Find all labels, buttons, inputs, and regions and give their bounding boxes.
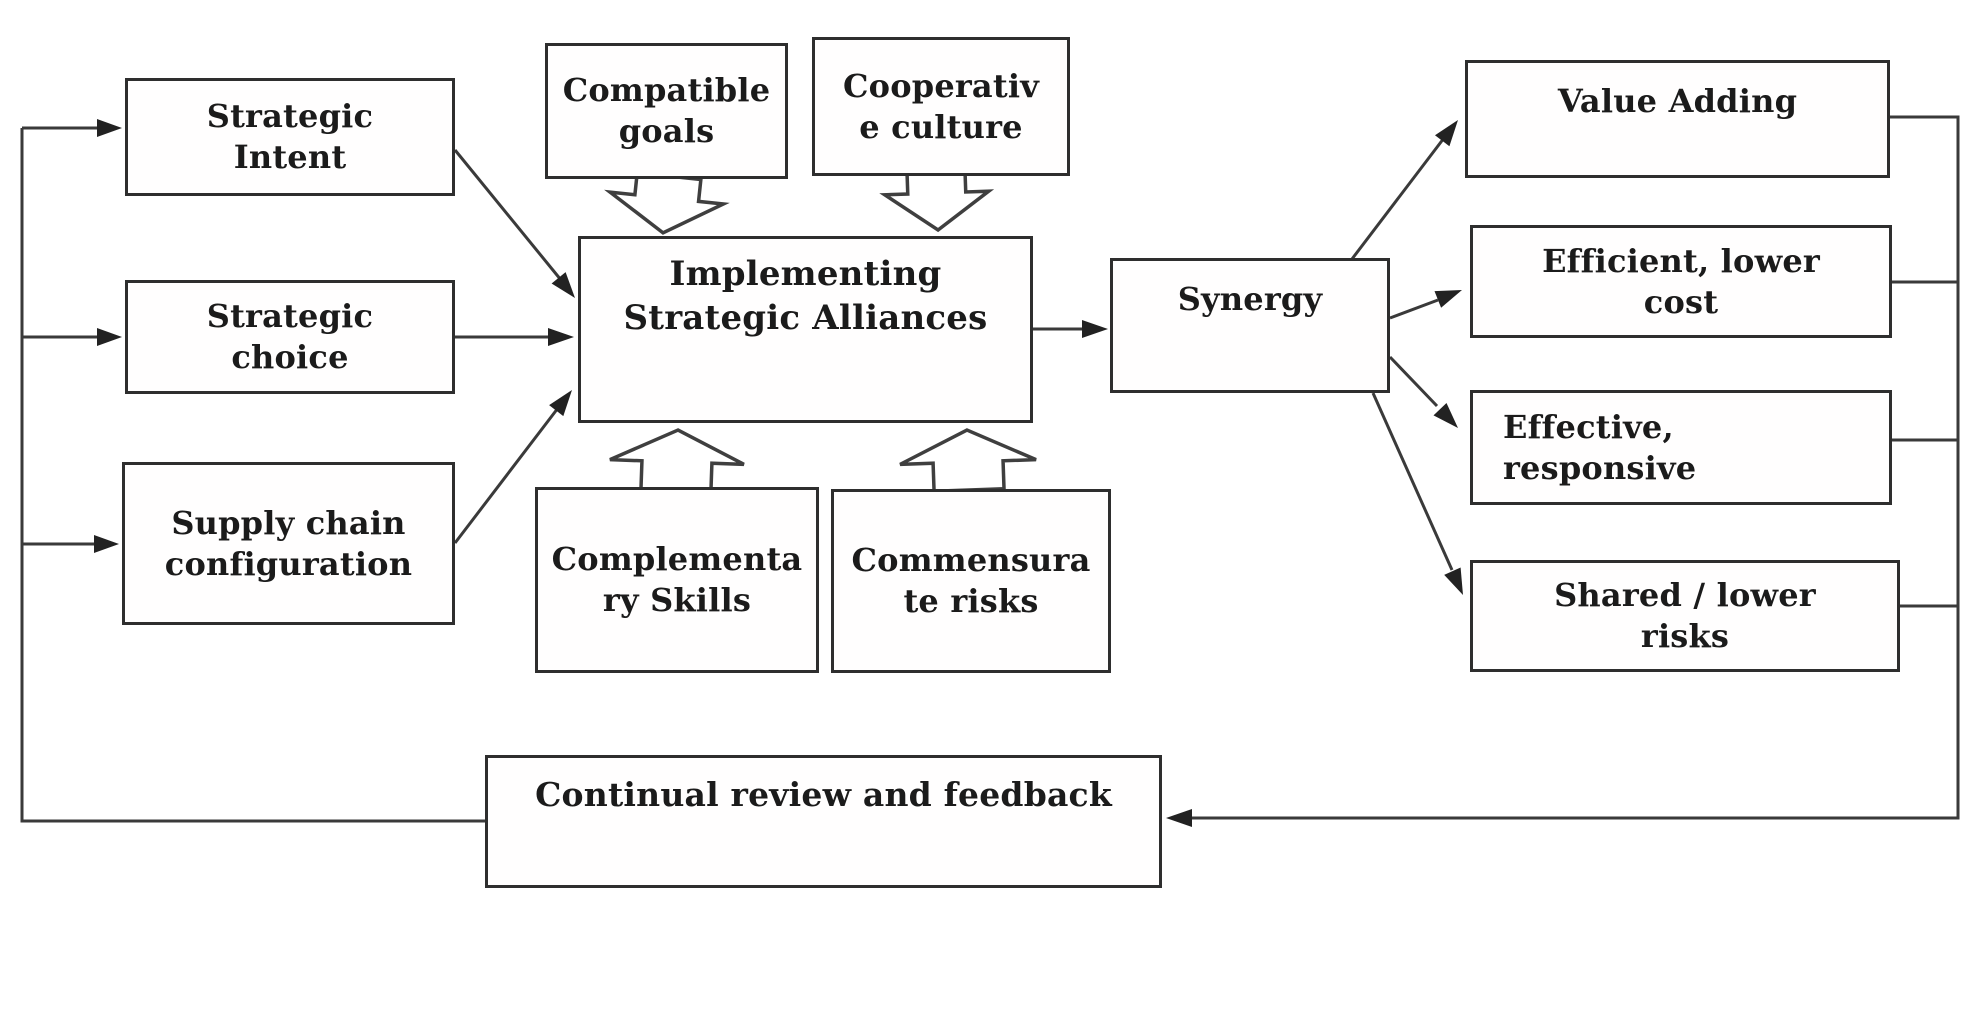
node-label: Implementing xyxy=(669,254,942,294)
feedback-loop-right xyxy=(1166,115,1960,827)
node-label: te risks xyxy=(903,582,1039,620)
arrow-synergy-to-shared xyxy=(1371,392,1463,595)
node-label: Shared / lower xyxy=(1554,576,1816,615)
node-label: risks xyxy=(1640,617,1730,655)
node-synergy: Synergy xyxy=(1110,258,1390,393)
node-label: e culture xyxy=(859,107,1023,146)
block-arrow-commensurate-risks xyxy=(899,428,1037,494)
node-value-adding: Value Adding xyxy=(1465,60,1890,178)
arrow-supply-chain-to-implementing xyxy=(453,390,572,544)
node-label: Compatible xyxy=(562,71,771,110)
block-arrow-cooperative-culture xyxy=(879,169,995,233)
node-label: Complementa xyxy=(551,540,803,579)
node-label: Supply chain xyxy=(171,503,406,542)
arrow-strategic-choice-to-implementing xyxy=(455,328,574,346)
node-label: ry Skills xyxy=(602,581,752,619)
node-strategic-intent: Strategic Intent xyxy=(125,78,455,196)
node-complementary-skills: Complementa ry Skills xyxy=(535,487,819,673)
node-strategic-choice: Strategic choice xyxy=(125,280,455,394)
node-label: goals xyxy=(618,112,715,150)
node-label: Effective, xyxy=(1503,407,1674,446)
arrow-synergy-to-value-adding xyxy=(1350,120,1458,260)
node-label: Strategic Alliances xyxy=(623,297,988,338)
node-label: cost xyxy=(1643,282,1719,321)
node-label: Intent xyxy=(233,138,347,176)
node-label: Synergy xyxy=(1177,280,1323,318)
block-arrow-compatible-goals xyxy=(604,170,730,235)
node-continual-review-feedback: Continual review and feedback xyxy=(485,755,1162,888)
node-label: Strategic xyxy=(206,97,374,136)
feedback-loop-left xyxy=(20,119,485,823)
node-label: Value Adding xyxy=(1557,82,1798,120)
node-label: Efficient, lower xyxy=(1542,241,1820,280)
arrow-strategic-intent-to-implementing xyxy=(453,149,575,298)
node-effective-responsive: Effective, responsive xyxy=(1470,390,1892,505)
node-label: Strategic xyxy=(206,297,374,336)
node-implementing-strategic-alliances: Implementing Strategic Alliances xyxy=(578,236,1033,423)
node-label: choice xyxy=(231,338,349,376)
arrow-implementing-to-synergy xyxy=(1033,320,1108,338)
node-commensurate-risks: Commensura te risks xyxy=(831,489,1111,673)
node-label: configuration xyxy=(164,544,413,583)
node-label: Commensura xyxy=(851,541,1091,580)
node-label: Cooperativ xyxy=(842,66,1039,105)
node-label: Continual review and feedback xyxy=(535,775,1112,814)
arrow-synergy-to-effective xyxy=(1388,355,1458,428)
arrow-synergy-to-efficient xyxy=(1389,290,1462,320)
node-cooperative-culture: Cooperativ e culture xyxy=(812,37,1070,176)
node-shared-lower-risks: Shared / lower risks xyxy=(1470,560,1900,672)
node-supply-chain-configuration: Supply chain configuration xyxy=(122,462,455,625)
node-efficient-lower-cost: Efficient, lower cost xyxy=(1470,225,1892,338)
node-compatible-goals: Compatible goals xyxy=(545,43,788,179)
block-arrow-complementary-skills xyxy=(609,428,745,494)
node-label: responsive xyxy=(1503,448,1697,487)
